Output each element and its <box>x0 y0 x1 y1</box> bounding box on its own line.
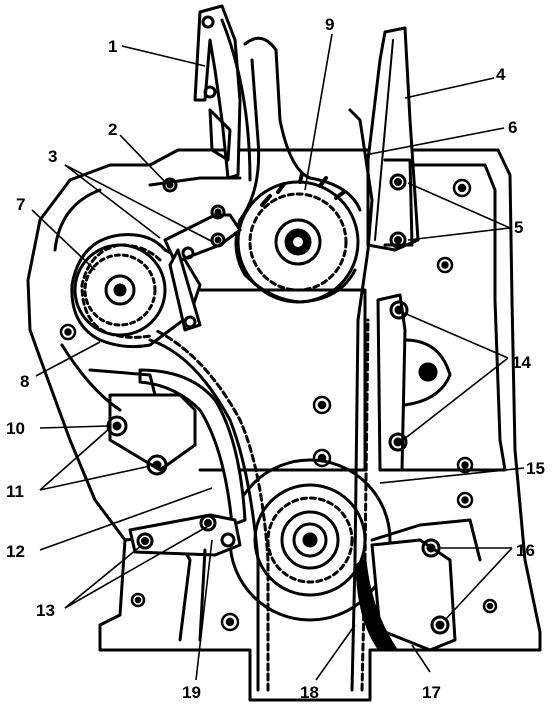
balance-chain-guide <box>162 177 242 332</box>
callout-13: 13 <box>36 601 55 620</box>
callout-6: 6 <box>508 118 517 137</box>
block-bolt-holes <box>59 178 498 632</box>
primary-timing-chain <box>148 36 374 692</box>
callout-8: 8 <box>20 372 29 391</box>
upper-chain-guide <box>193 4 252 182</box>
right-chain-guide <box>376 293 452 472</box>
callout-19: 19 <box>182 683 201 702</box>
callout-1: 1 <box>108 37 117 56</box>
callout-18: 18 <box>300 683 319 702</box>
callout-10: 10 <box>6 419 25 438</box>
callout-11: 11 <box>6 482 24 501</box>
callout-12: 12 <box>6 542 25 561</box>
balance-shaft-sprocket <box>73 243 167 337</box>
callout-labels: 1 2 3 4 5 6 7 8 9 10 11 12 13 14 15 16 1… <box>6 15 545 702</box>
lower-left-chain-guide <box>88 368 247 527</box>
callout-7: 7 <box>16 195 25 214</box>
callout-14: 14 <box>512 353 531 372</box>
camshaft-sprocket <box>236 172 360 304</box>
callout-17: 17 <box>422 683 441 702</box>
callout-16: 16 <box>516 541 535 560</box>
lower-tensioner <box>128 513 242 642</box>
callout-4: 4 <box>496 65 506 84</box>
callout-15: 15 <box>526 459 545 478</box>
callout-5: 5 <box>514 218 523 237</box>
engine-block-outline <box>26 148 542 702</box>
lower-right-guide <box>355 538 457 652</box>
balance-shaft-chain <box>70 233 202 349</box>
callout-3: 3 <box>48 147 57 166</box>
callout-2: 2 <box>108 120 117 139</box>
callout-9: 9 <box>325 15 334 34</box>
leader-lines <box>31 33 525 681</box>
tensioner-arm <box>366 26 420 252</box>
